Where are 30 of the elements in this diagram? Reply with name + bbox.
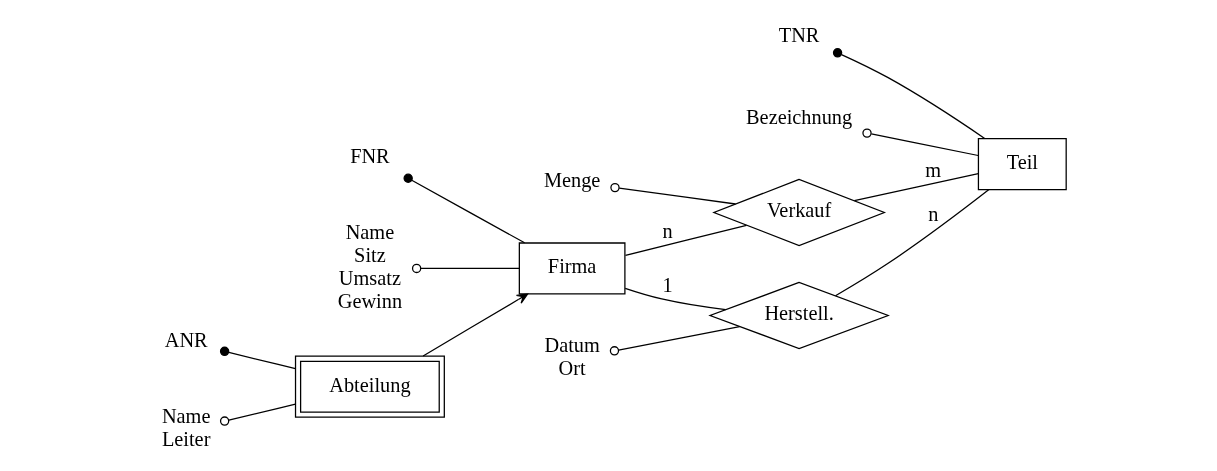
- node-text: Menge: [543, 168, 600, 191]
- connector: [624, 224, 747, 256]
- node-box: Firma: [518, 241, 626, 294]
- edge-label: n: [927, 202, 938, 225]
- connector: [411, 263, 520, 273]
- connector: [219, 346, 296, 369]
- connector: [609, 182, 736, 205]
- connector: [624, 287, 726, 310]
- connector: [402, 173, 525, 243]
- connector: [834, 188, 990, 296]
- node-box: Teil: [977, 137, 1067, 190]
- node-box: Abteilung: [294, 355, 445, 418]
- edge-label: n: [661, 219, 673, 242]
- edge-label: 1: [661, 273, 673, 296]
- connector: [219, 403, 296, 426]
- node-diamond: Verkauf: [711, 178, 886, 246]
- node-text: Datum Ort: [543, 333, 600, 379]
- node-diamond: Herstell.: [707, 281, 890, 349]
- node-text: TNR: [778, 23, 819, 46]
- edge-label: m: [924, 158, 941, 181]
- node-text: Name Sitz Umsatz Gewinn: [337, 220, 402, 312]
- connector: [853, 172, 979, 201]
- node-text: FNR: [349, 144, 390, 167]
- connector: [832, 47, 985, 139]
- arrow: [422, 292, 528, 357]
- node-text: Bezeichnung: [745, 105, 852, 128]
- node-text: Name Leiter: [161, 404, 210, 450]
- connector: [609, 325, 740, 355]
- connector: [861, 127, 979, 156]
- node-text: ANR: [164, 328, 208, 351]
